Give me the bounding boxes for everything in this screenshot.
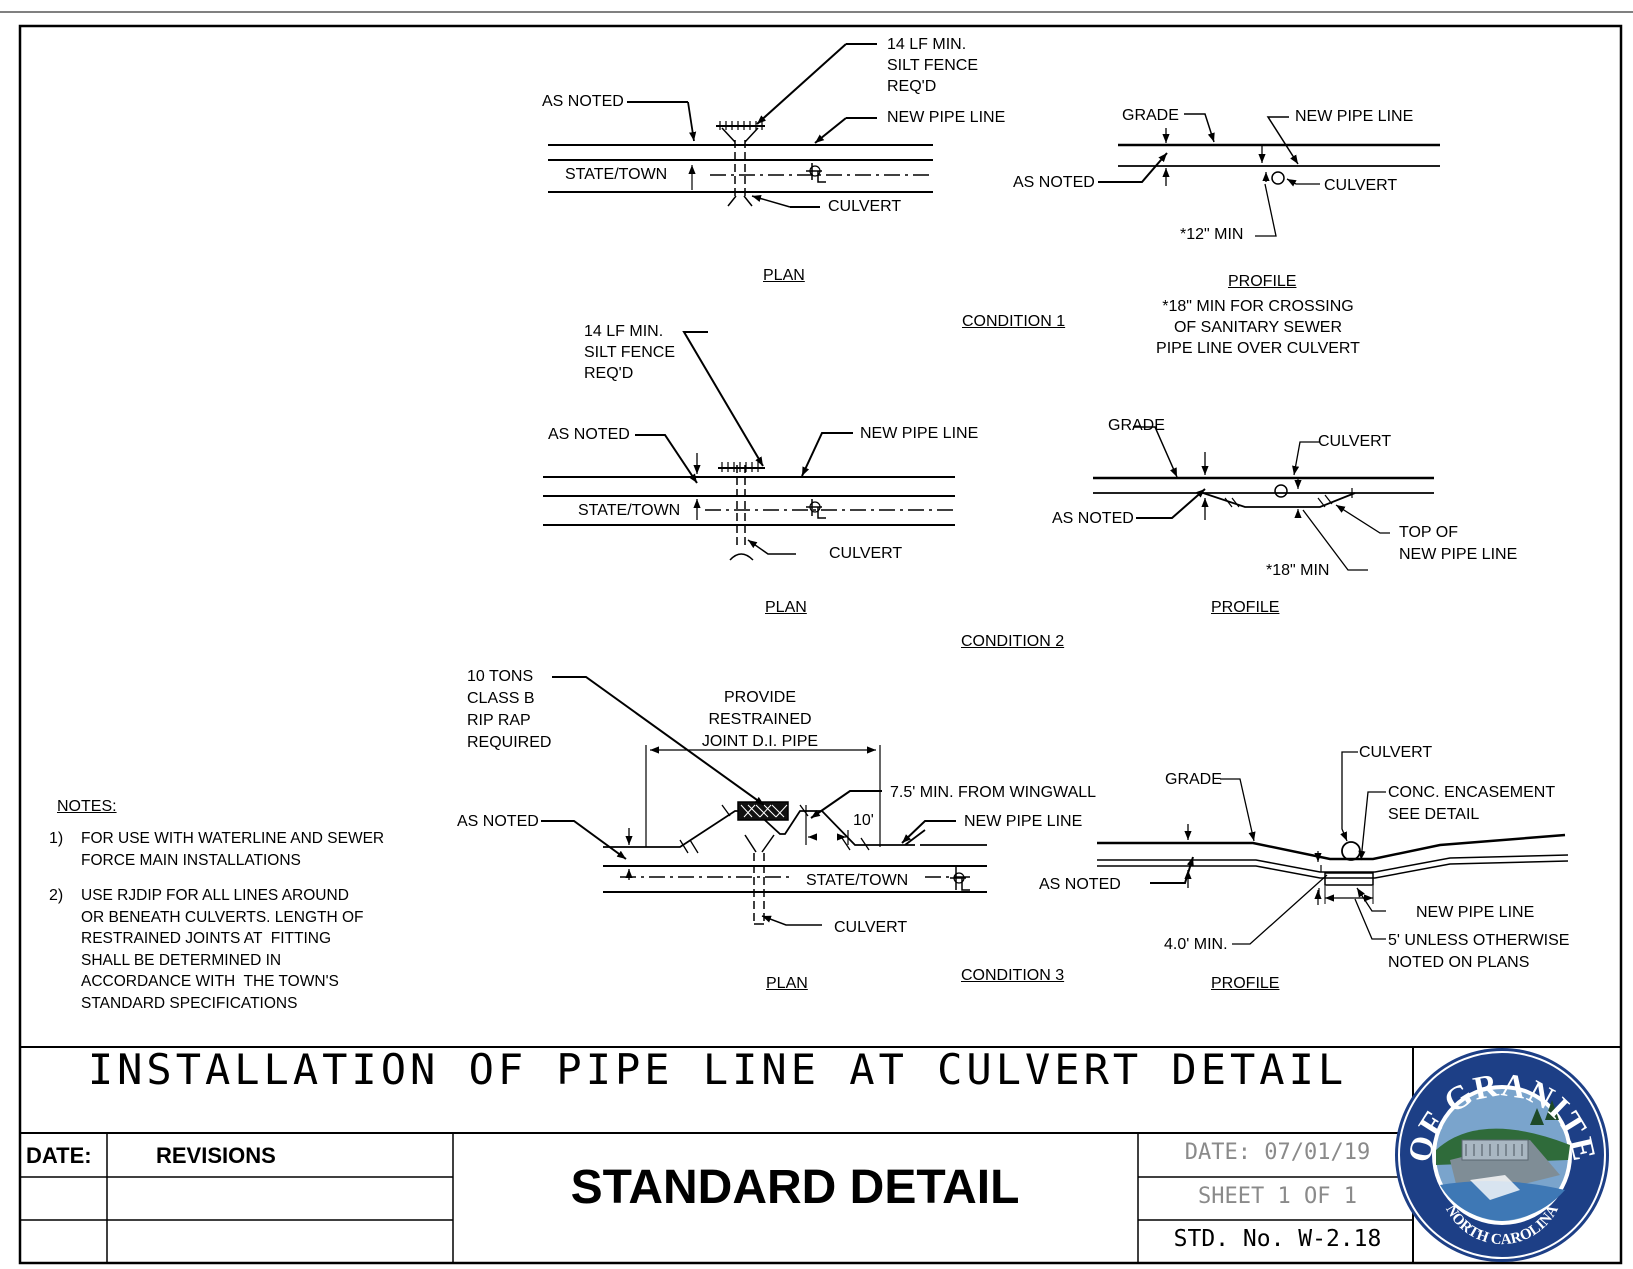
c2-profile-top-pipe-2: NEW PIPE LINE	[1399, 546, 1518, 563]
c2-plan-as-noted: AS NOTED	[548, 426, 630, 443]
c1-plan-silt-fence-3: REQ'D	[887, 78, 937, 95]
date-column-label: DATE:	[26, 1143, 92, 1168]
note-1-number: 1)	[49, 830, 64, 847]
c3-plan-ten-ft: 10'	[853, 812, 874, 829]
c2-profile-culvert: CULVERT	[1318, 433, 1392, 450]
note-2-text: USE RJDIP FOR ALL LINES AROUND OR BENEAT…	[81, 887, 364, 1012]
c3-profile-min: 4.0' MIN.	[1164, 936, 1228, 953]
c2-profile-min: *18" MIN	[1266, 562, 1330, 579]
c3-plan-restrained-1: PROVIDE	[723, 689, 796, 706]
c2-plan-road: STATE/TOWN	[578, 502, 681, 519]
notes-heading: NOTES:	[57, 798, 117, 815]
c1-plan-caption: PLAN	[763, 267, 805, 284]
drawing-title: INSTALLATION OF PIPE LINE AT CULVERT DET…	[87, 1045, 1348, 1094]
c2-plan-caption: PLAN	[765, 599, 807, 616]
c3-plan-caption: PLAN	[766, 975, 808, 992]
c2-plan-new-pipe: NEW PIPE LINE	[860, 425, 979, 442]
c1-plan-culvert: CULVERT	[828, 198, 902, 215]
condition1-profile-drawing	[1098, 113, 1440, 237]
condition3-profile-drawing	[1097, 751, 1569, 945]
c2-profile-caption: PROFILE	[1211, 599, 1280, 616]
revisions-column-label: REVISIONS	[156, 1143, 276, 1168]
c1-plan-silt-fence-2: SILT FENCE	[887, 57, 978, 74]
c1-profile-culvert: CULVERT	[1324, 177, 1398, 194]
c1-plan-as-noted: AS NOTED	[542, 93, 624, 110]
condition2-profile-drawing	[1093, 426, 1434, 571]
c3-profile-five-ft-2: NOTED ON PLANS	[1388, 954, 1530, 971]
note-2-number: 2)	[49, 887, 64, 904]
c1-profile-new-pipe: NEW PIPE LINE	[1295, 108, 1414, 125]
c3-plan-restrained-3: JOINT D.I. PIPE	[701, 733, 819, 750]
c3-profile-as-noted: AS NOTED	[1039, 876, 1121, 893]
c3-plan-new-pipe: NEW PIPE LINE	[964, 813, 1083, 830]
c2-plan-culvert: CULVERT	[829, 545, 903, 562]
c2-plan-silt-fence-2: SILT FENCE	[584, 344, 675, 361]
c1-profile-as-noted: AS NOTED	[1013, 174, 1095, 191]
c3-plan-culvert: CULVERT	[834, 919, 908, 936]
c3-plan-rip-rap-1: 10 TONS	[467, 668, 534, 685]
c1-profile-grade: GRADE	[1122, 107, 1179, 124]
c3-profile-encasement-2: SEE DETAIL	[1388, 806, 1480, 823]
c3-profile-culvert: CULVERT	[1359, 744, 1433, 761]
condition1-plan-drawing	[548, 43, 933, 208]
c1-profile-note-2: OF SANITARY SEWER	[1173, 319, 1343, 336]
c1-profile-note-1: *18" MIN FOR CROSSING	[1162, 298, 1354, 315]
condition3-plan-drawing	[541, 676, 987, 926]
c3-profile-five-ft-1: 5' UNLESS OTHERWISE	[1388, 932, 1570, 949]
c3-profile-encasement-1: CONC. ENCASEMENT	[1388, 784, 1556, 801]
c3-plan-rip-rap-3: RIP RAP	[467, 712, 531, 729]
c3-plan-as-noted: AS NOTED	[457, 813, 539, 830]
c2-profile-grade: GRADE	[1108, 417, 1165, 434]
c2-plan-silt-fence-1: 14 LF MIN.	[584, 323, 664, 340]
sheet-number: SHEET 1 OF 1	[1198, 1184, 1357, 1209]
c1-profile-caption: PROFILE	[1228, 273, 1297, 290]
c2-profile-top-pipe-1: TOP OF	[1399, 524, 1458, 541]
c1-plan-new-pipe: NEW PIPE LINE	[887, 109, 1006, 126]
c2-plan-silt-fence-3: REQ'D	[584, 365, 634, 382]
c1-profile-note-3: PIPE LINE OVER CULVERT	[1156, 340, 1360, 357]
condition1-heading: CONDITION 1	[962, 313, 1066, 330]
c3-plan-restrained-2: RESTRAINED	[708, 711, 812, 728]
condition2-plan-drawing	[543, 331, 955, 561]
c3-profile-grade: GRADE	[1165, 771, 1222, 788]
c1-plan-road: STATE/TOWN	[565, 166, 668, 183]
note-1-text: FOR USE WITH WATERLINE AND SEWER FORCE M…	[81, 830, 385, 869]
c1-profile-min: *12" MIN	[1180, 226, 1244, 243]
standard-detail-label: STANDARD DETAIL	[570, 1161, 1020, 1214]
drawing-date: DATE: 07/01/19	[1184, 1140, 1371, 1165]
standard-number: STD. No. W-2.18	[1173, 1226, 1382, 1252]
c3-profile-new-pipe: NEW PIPE LINE	[1416, 904, 1535, 921]
c3-plan-wingwall: 7.5' MIN. FROM WINGWALL	[890, 784, 1097, 801]
c2-profile-as-noted: AS NOTED	[1052, 510, 1134, 527]
c1-plan-silt-fence-1: 14 LF MIN.	[887, 36, 967, 53]
c3-plan-rip-rap-2: CLASS B	[467, 690, 535, 707]
condition3-heading: CONDITION 3	[961, 967, 1065, 984]
condition2-heading: CONDITION 2	[961, 633, 1065, 650]
c3-plan-road: STATE/TOWN	[806, 872, 909, 889]
sheet-border	[0, 11, 1633, 1265]
c3-profile-caption: PROFILE	[1211, 975, 1280, 992]
c3-plan-rip-rap-4: REQUIRED	[467, 734, 552, 751]
